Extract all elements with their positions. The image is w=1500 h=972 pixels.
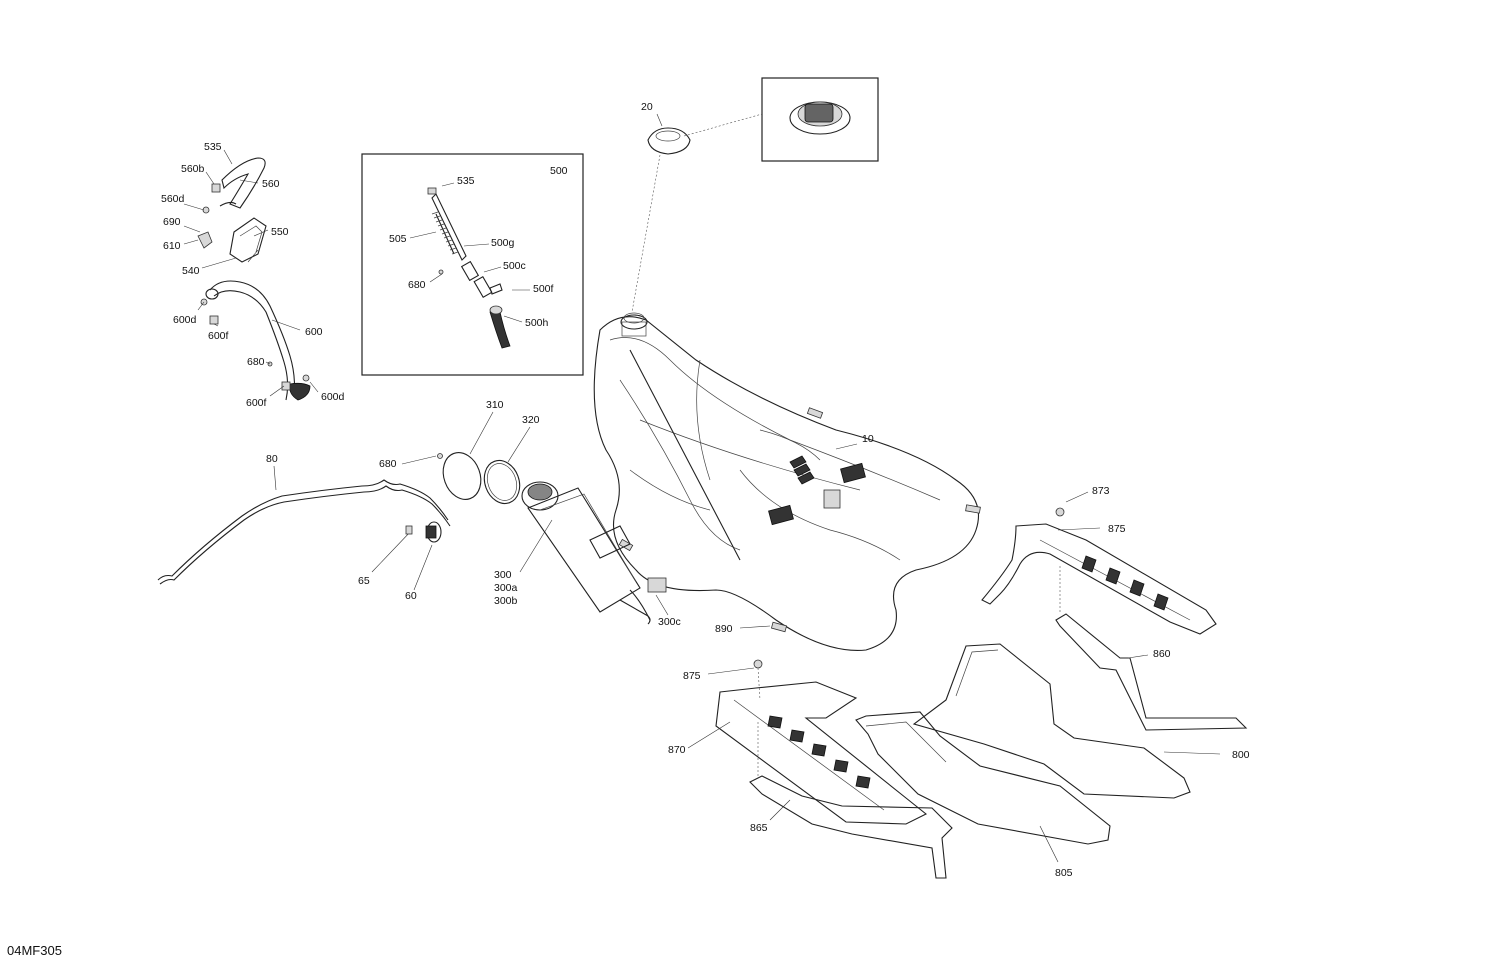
floor-panel-800 xyxy=(912,643,1221,799)
label-610: 610 xyxy=(163,240,181,252)
label-680-mid: 680 xyxy=(379,458,397,470)
callout-labels: 10 20 80 65 60 680 310 320 300 300a 300b… xyxy=(7,101,1250,958)
label-500c: 500c xyxy=(503,260,526,272)
label-865: 865 xyxy=(750,822,768,834)
label-300a: 300a xyxy=(494,582,518,594)
label-800: 800 xyxy=(1232,749,1250,761)
label-805: 805 xyxy=(1055,867,1073,879)
label-505: 505 xyxy=(389,233,407,245)
filler-neck-assembly xyxy=(183,149,319,401)
label-535: 535 xyxy=(204,141,222,153)
label-60: 60 xyxy=(405,590,417,602)
label-65: 65 xyxy=(358,575,370,587)
label-20: 20 xyxy=(641,101,653,113)
label-680-left: 680 xyxy=(247,356,265,368)
label-500f: 500f xyxy=(533,283,554,295)
label-500h: 500h xyxy=(525,317,549,329)
fuel-cap-detail-inset xyxy=(683,77,879,162)
label-inset-500: 500 xyxy=(550,165,568,177)
fuel-pump-part xyxy=(519,481,669,625)
label-300c: 300c xyxy=(658,616,681,628)
label-310: 310 xyxy=(486,399,504,411)
fuel-tank-part xyxy=(593,312,981,651)
right-heat-shield-part xyxy=(981,491,1217,635)
left-heat-shield-part xyxy=(687,659,928,825)
label-300: 300 xyxy=(494,569,512,581)
pump-detail-inset-box xyxy=(361,153,584,376)
label-500g: 500g xyxy=(491,237,515,249)
vent-line-part xyxy=(157,465,451,585)
label-560d: 560d xyxy=(161,193,185,205)
label-300b: 300b xyxy=(494,595,518,607)
label-600f-top: 600f xyxy=(208,330,229,342)
label-870: 870 xyxy=(668,744,686,756)
left-bracket-part xyxy=(749,775,953,879)
label-890: 890 xyxy=(715,623,733,635)
label-860: 860 xyxy=(1153,648,1171,660)
label-inset-680: 680 xyxy=(408,279,426,291)
label-600d-top: 600d xyxy=(173,314,197,326)
fuel-cap-part xyxy=(631,113,691,313)
label-560b: 560b xyxy=(181,163,205,175)
label-550: 550 xyxy=(271,226,289,238)
check-valve-part xyxy=(371,521,442,591)
diagram-code: 04MF305 xyxy=(7,943,62,958)
label-690: 690 xyxy=(163,216,181,228)
label-inset-535: 535 xyxy=(457,175,475,187)
floor-panel-805 xyxy=(855,711,1111,863)
right-bracket-part xyxy=(1055,613,1248,731)
label-600d-bot: 600d xyxy=(321,391,345,403)
label-320: 320 xyxy=(522,414,540,426)
label-875-right: 875 xyxy=(1108,523,1126,535)
tank-pad-part xyxy=(739,621,788,633)
label-873: 873 xyxy=(1092,485,1110,497)
seal-ring-parts xyxy=(401,411,531,505)
label-875-low: 875 xyxy=(683,670,701,682)
label-80: 80 xyxy=(266,453,278,465)
label-600f-bot: 600f xyxy=(246,397,267,409)
label-540: 540 xyxy=(182,265,200,277)
label-560: 560 xyxy=(262,178,280,190)
label-600: 600 xyxy=(305,326,323,338)
label-10: 10 xyxy=(862,433,874,445)
